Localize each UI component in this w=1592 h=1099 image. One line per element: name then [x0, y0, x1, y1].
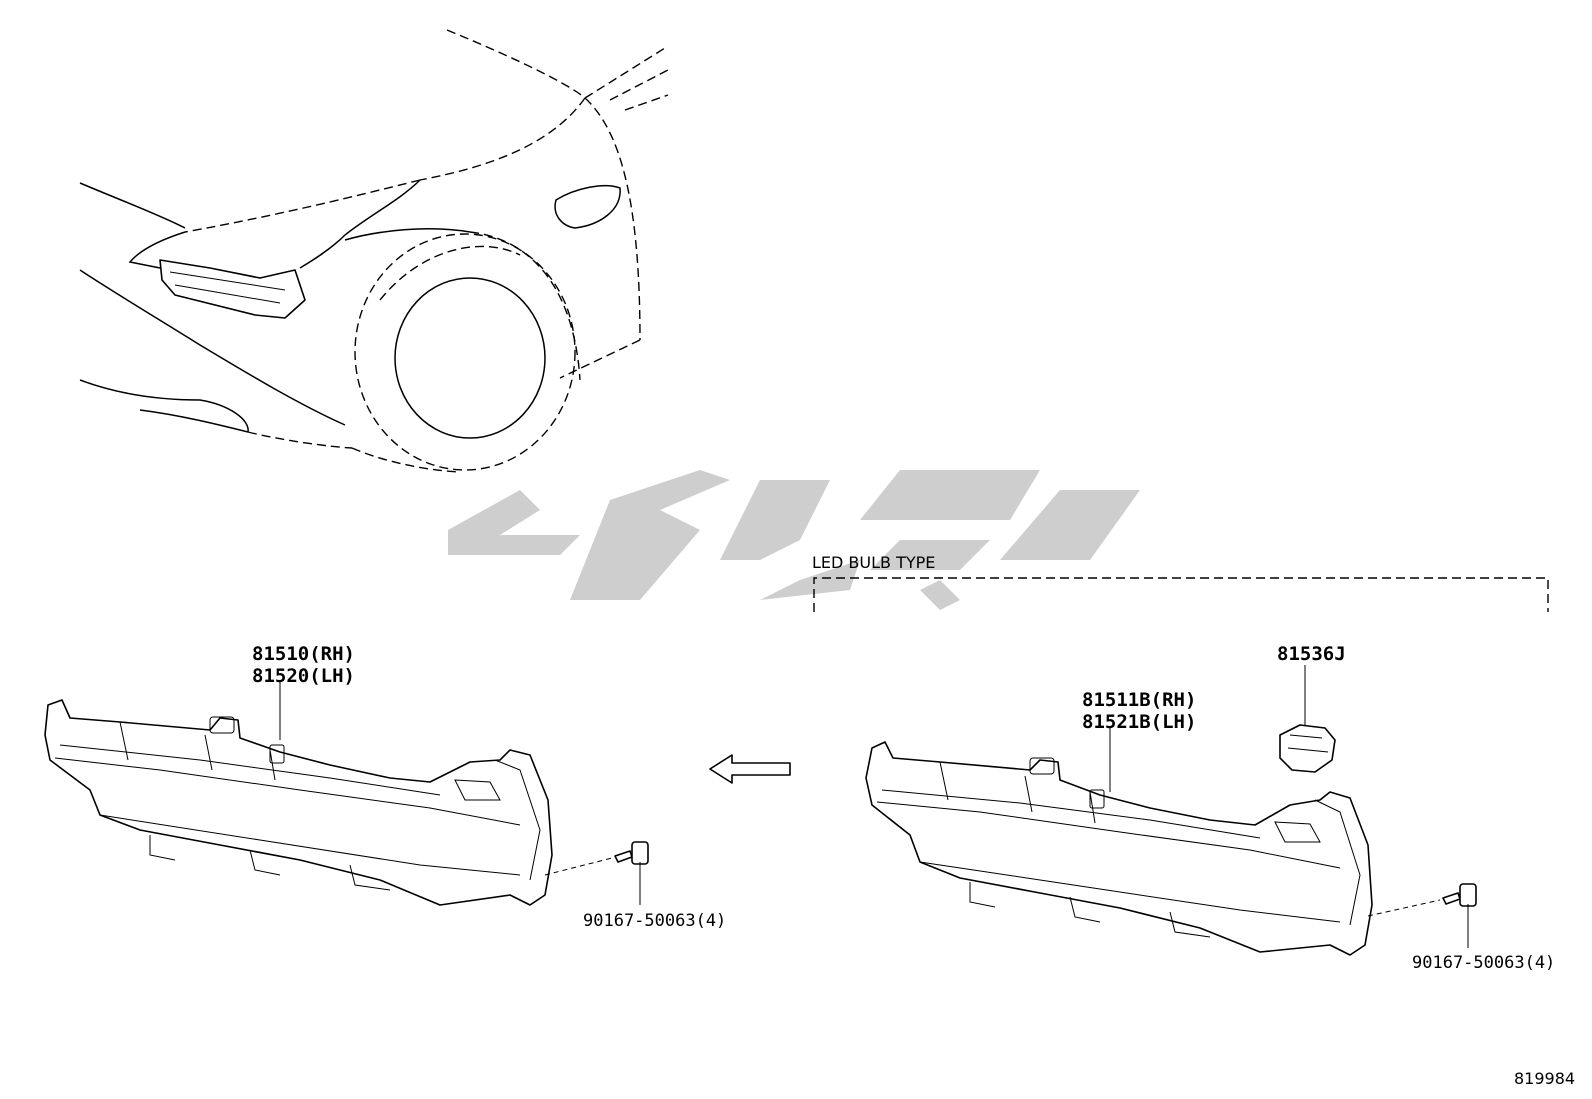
led-bulb-part — [1279, 665, 1336, 773]
led-bulb-type-bracket — [813, 577, 1549, 612]
right-part-label-rh: 81511B(RH) — [1082, 689, 1196, 711]
fog-lamp-left-assembly — [44, 699, 553, 906]
right-screw-label: 90167-50063(4) — [1412, 953, 1555, 973]
left-screw-label: 90167-50063(4) — [583, 911, 726, 931]
left-part-label-rh: 81510(RH) — [252, 643, 355, 665]
fog-lamp-right-assembly — [865, 741, 1373, 956]
left-part-label-lh: 81520(LH) — [252, 665, 355, 687]
group-label: LED BULB TYPE — [812, 553, 935, 572]
brand-logo-watermark — [448, 470, 1140, 610]
left-arrow-icon — [709, 754, 791, 784]
bulb-label: 81536J — [1277, 643, 1346, 665]
screw-left — [544, 841, 649, 905]
vehicle-outline — [79, 29, 669, 473]
figure-number: 819984 — [1514, 1069, 1575, 1088]
right-part-label-lh: 81521B(LH) — [1082, 711, 1196, 733]
screw-right — [1367, 883, 1477, 948]
